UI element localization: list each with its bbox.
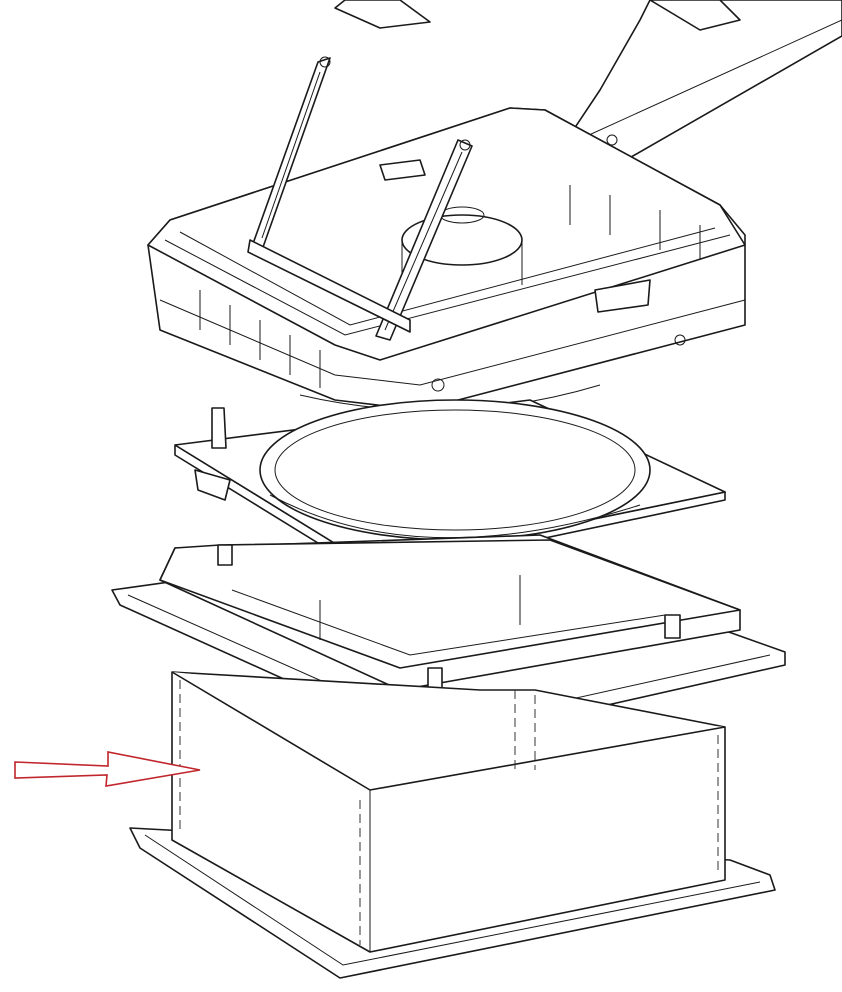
pointer-arrow-icon xyxy=(14,751,201,787)
vent-lid xyxy=(334,0,842,169)
side-ribs xyxy=(199,185,701,388)
lift-arms xyxy=(247,56,473,341)
inner-frame xyxy=(111,534,786,746)
fan-housing xyxy=(147,107,746,411)
garnish-box xyxy=(129,671,776,979)
